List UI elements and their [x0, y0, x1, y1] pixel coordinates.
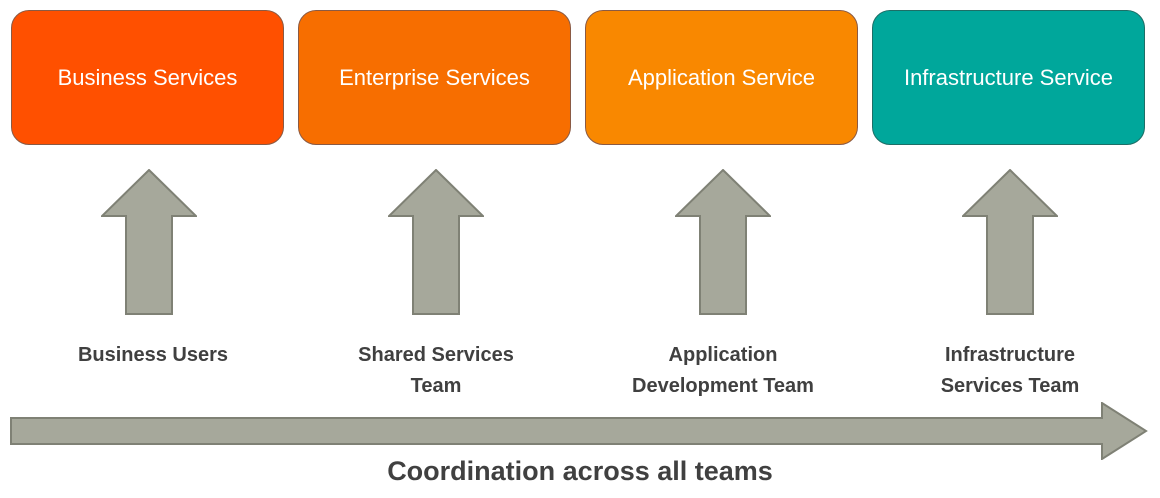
team-label-text: Infrastructure Services Team	[940, 344, 1080, 397]
team-label-text: Application Development Team	[632, 344, 814, 397]
business-services-box: Business Services	[11, 10, 284, 145]
right-arrow-icon	[10, 402, 1148, 460]
up-arrow-icon	[101, 169, 197, 315]
up-arrow-icon	[388, 169, 484, 315]
team-label-shared-services: Shared Services Team	[316, 340, 556, 402]
up-arrow-icon	[675, 169, 771, 315]
application-service-label: Application Service	[627, 64, 816, 90]
infrastructure-service-box: Infrastructure Service	[872, 10, 1145, 145]
team-label-infrastructure-services: Infrastructure Services Team	[890, 340, 1130, 402]
team-label-text: Business Users	[77, 344, 229, 366]
team-label-application-development: Application Development Team	[603, 340, 843, 402]
team-label-business-users: Business Users	[33, 340, 273, 371]
coordination-label: Coordination across all teams	[387, 456, 773, 486]
business-services-label: Business Services	[57, 64, 238, 90]
up-arrow-icon	[962, 169, 1058, 315]
enterprise-services-label: Enterprise Services	[339, 64, 530, 90]
enterprise-services-box: Enterprise Services	[298, 10, 571, 145]
application-service-box: Application Service	[585, 10, 858, 145]
team-label-text: Shared Services Team	[358, 344, 514, 397]
infrastructure-service-label: Infrastructure Service	[903, 64, 1114, 90]
